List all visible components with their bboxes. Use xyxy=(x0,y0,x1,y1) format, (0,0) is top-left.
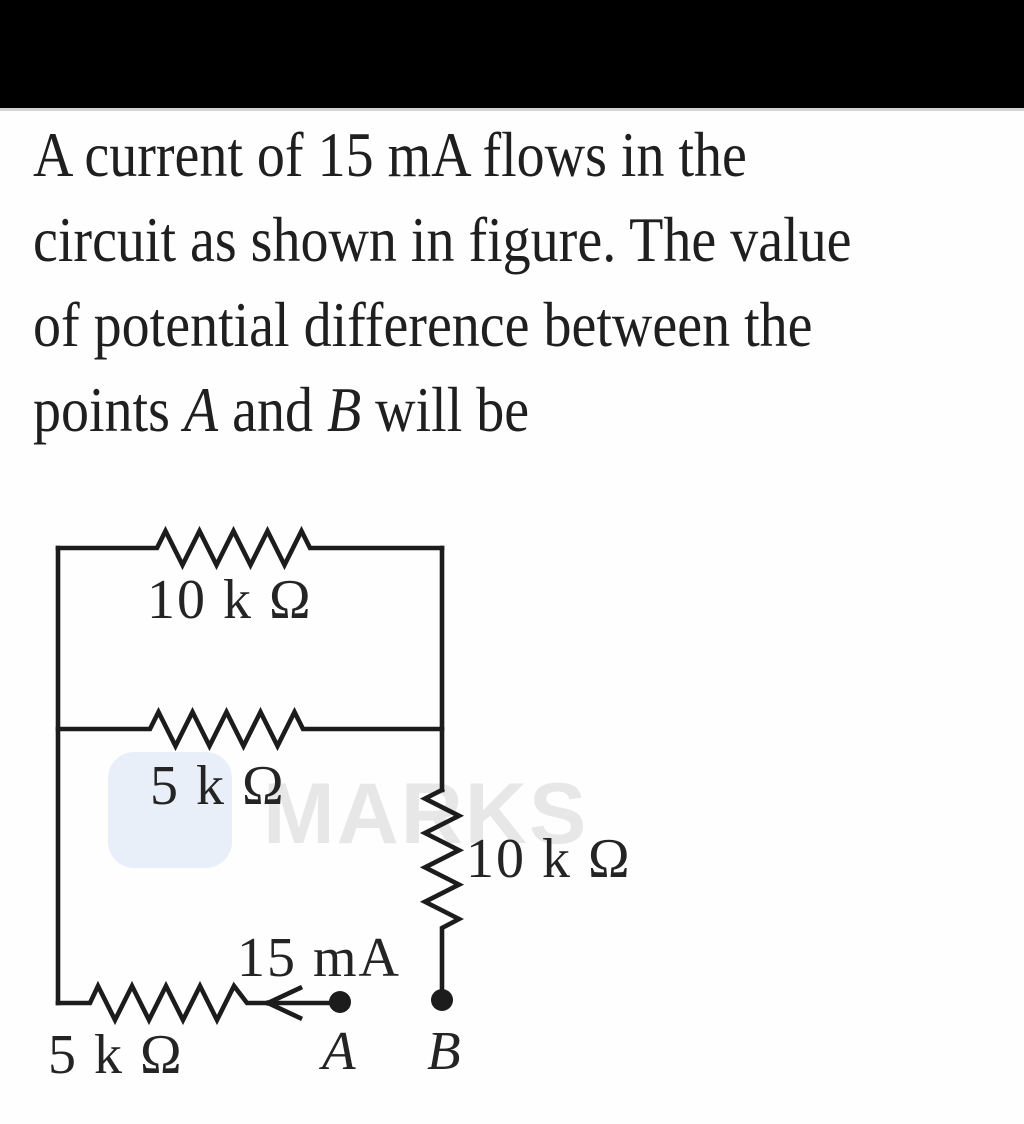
watermark: MARKS xyxy=(108,752,588,868)
label-bottom-resistor: 5 k Ω xyxy=(48,1024,184,1086)
question-text: A current of 15 mA flows in the circuit … xyxy=(33,112,852,452)
resistor-10k-right xyxy=(419,786,465,993)
point-a-reference: A xyxy=(183,374,219,445)
question-line-4: points A and B will be xyxy=(33,367,852,452)
label-terminal-a: A xyxy=(318,1020,356,1081)
terminal-a-dot xyxy=(329,991,351,1013)
question-line-4-text: points xyxy=(33,374,184,445)
current-arrow-icon xyxy=(264,984,304,1022)
resistor-5k-middle xyxy=(55,706,445,752)
top-black-bar xyxy=(0,0,1024,111)
label-middle-resistor: 5 k Ω xyxy=(150,755,286,817)
point-b-reference: B xyxy=(326,374,362,445)
label-terminal-b: B xyxy=(427,1020,461,1081)
question-line-4-text: and xyxy=(218,374,327,445)
resistor-10k-top xyxy=(55,525,445,571)
watermark-text: MARKS xyxy=(263,766,588,862)
terminal-b-dot xyxy=(431,989,453,1011)
label-top-resistor: 10 k Ω xyxy=(147,569,313,631)
question-line-2: circuit as shown in figure. The value xyxy=(33,204,852,275)
question-line-3: of potential difference between the xyxy=(33,289,813,360)
label-right-resistor: 10 k Ω xyxy=(466,828,632,890)
resistor-5k-bottom xyxy=(55,980,333,1026)
question-line-4-text: will be xyxy=(361,374,530,445)
watermark-logo-blob xyxy=(108,752,232,868)
question-line-1: A current of 15 mA flows in the xyxy=(33,119,747,190)
label-current: 15 mA xyxy=(237,927,401,989)
